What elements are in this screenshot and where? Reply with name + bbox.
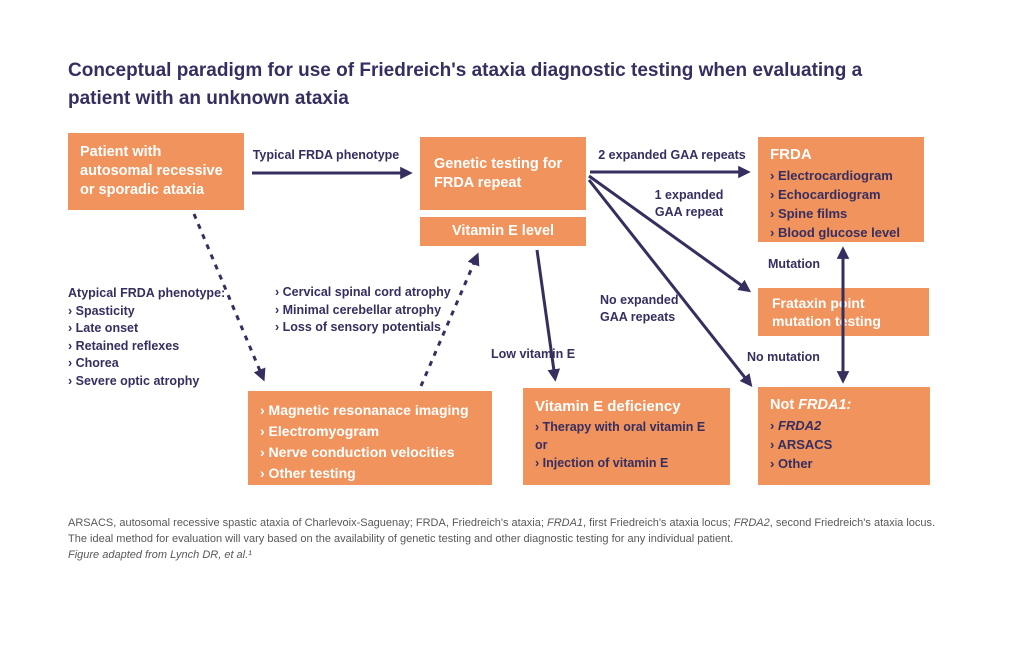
list-item: › Loss of sensory potentials bbox=[275, 320, 442, 334]
footnote-citation: Figure adapted from Lynch DR, et al.¹ bbox=[68, 548, 252, 561]
footnotes: ARSACS, autosomal recessive spastic atax… bbox=[68, 516, 952, 564]
node-not-frda1-heading: Not FRDA1: bbox=[770, 397, 918, 413]
node-patient: Patient with autosomal recessive or spor… bbox=[68, 133, 244, 210]
heading-prefix: Not bbox=[770, 397, 799, 413]
node-genetic-testing: Genetic testing for FRDA repeat bbox=[420, 137, 586, 210]
list-item: › FRDA2 bbox=[770, 416, 918, 435]
node-frda-heading: FRDA bbox=[770, 146, 812, 163]
footnote-disclaimer: The ideal method for evaluation will var… bbox=[68, 532, 734, 545]
list-item: › Minimal cerebellar atrophy bbox=[275, 302, 442, 317]
edge-label-typical-phenotype: Typical FRDA phenotype bbox=[252, 148, 400, 162]
gene-name-italic: FRDA2 bbox=[733, 517, 770, 529]
list-item: › Other bbox=[770, 456, 813, 471]
edge-label-no-expanded: No expanded GAA repeats bbox=[600, 292, 679, 326]
list-item: › Spasticity bbox=[68, 303, 135, 318]
edge-label-mutation: Mutation bbox=[768, 257, 821, 271]
page-title: Conceptual paradigm for use of Friedreic… bbox=[68, 60, 863, 109]
footnote-abbreviations: ARSACS, autosomal recessive spastic atax… bbox=[68, 516, 952, 532]
edge-label-line: GAA repeat bbox=[654, 205, 724, 219]
node-vitamin-e-deficiency: Vitamin E deficiency › Therapy with oral… bbox=[523, 388, 730, 485]
node-genetic-testing-label: Genetic testing for FRDA repeat bbox=[434, 155, 563, 191]
list-item: › Injection of vitamin E bbox=[535, 456, 669, 470]
list-item: › Blood glucose level bbox=[770, 225, 901, 240]
note-imaging-findings: › Cervical spinal cord atrophy › Minimal… bbox=[275, 284, 451, 337]
edge-label-no-mutation: No mutation bbox=[747, 350, 820, 364]
node-frataxin-testing-label: Frataxin point mutation testing bbox=[772, 294, 881, 329]
edge-label-low-vitamin-e: Low vitamin E bbox=[491, 347, 576, 361]
node-vitamin-e-level-label: Vitamin E level bbox=[451, 223, 555, 239]
edge-label-line: 1 expanded bbox=[654, 188, 724, 202]
footnote-text: , second Friedreich's ataxia locus. bbox=[769, 517, 936, 529]
node-other-testing: › Magnetic resonanace imaging › Electrom… bbox=[248, 391, 492, 485]
footnote-text: ARSACS, autosomal recessive spastic atax… bbox=[68, 517, 547, 529]
node-patient-label: Patient with autosomal recessive or spor… bbox=[80, 144, 223, 198]
list-item: › Nerve conduction velocities bbox=[260, 444, 455, 460]
edge-label-line: No expanded bbox=[600, 293, 679, 307]
gene-name-italic: FRDA1 bbox=[546, 517, 584, 529]
node-vitamin-e-level: Vitamin E level bbox=[420, 217, 586, 246]
bullet: › bbox=[770, 418, 778, 433]
list-item: › Therapy with oral vitamin E or bbox=[535, 420, 706, 452]
list-item: › Cervical spinal cord atrophy bbox=[275, 285, 451, 299]
node-vitamin-e-deficiency-heading: Vitamin E deficiency bbox=[535, 398, 681, 415]
node-frda: FRDA › Electrocardiogram › Echocardiogra… bbox=[758, 137, 924, 242]
edge-label-line: GAA repeats bbox=[600, 310, 676, 324]
note-heading: Atypical FRDA phenotype: bbox=[68, 286, 226, 300]
list-item: › Magnetic resonanace imaging bbox=[260, 402, 469, 418]
list-item: › Chorea bbox=[68, 356, 119, 370]
edge-label-1-expanded: 1 expanded GAA repeat bbox=[648, 187, 730, 221]
list-item: › Echocardiogram bbox=[770, 187, 881, 202]
list-item: › Other testing bbox=[260, 465, 356, 481]
edge-label-2-expanded: 2 expanded GAA repeats bbox=[598, 148, 746, 162]
node-not-frda1: Not FRDA1: › FRDA2 › ARSACS › Other bbox=[758, 387, 930, 485]
list-item: › Electrocardiogram bbox=[770, 168, 893, 183]
list-item: › ARSACS bbox=[770, 437, 833, 452]
list-item: › Severe optic atrophy bbox=[68, 373, 200, 388]
footnote-text: , first Friedreich's ataxia locus; bbox=[583, 517, 734, 529]
gene-name-italic: FRDA2 bbox=[777, 418, 822, 433]
node-frataxin-testing: Frataxin point mutation testing bbox=[758, 288, 929, 336]
list-item: › Electromyogram bbox=[260, 423, 380, 439]
heading-italic: FRDA1: bbox=[798, 397, 852, 413]
list-item: › Retained reflexes bbox=[68, 338, 180, 353]
list-item: › Late onset bbox=[68, 321, 139, 335]
note-atypical-phenotype: Atypical FRDA phenotype: › Spasticity › … bbox=[68, 285, 225, 390]
list-item: › Spine films bbox=[770, 206, 848, 221]
